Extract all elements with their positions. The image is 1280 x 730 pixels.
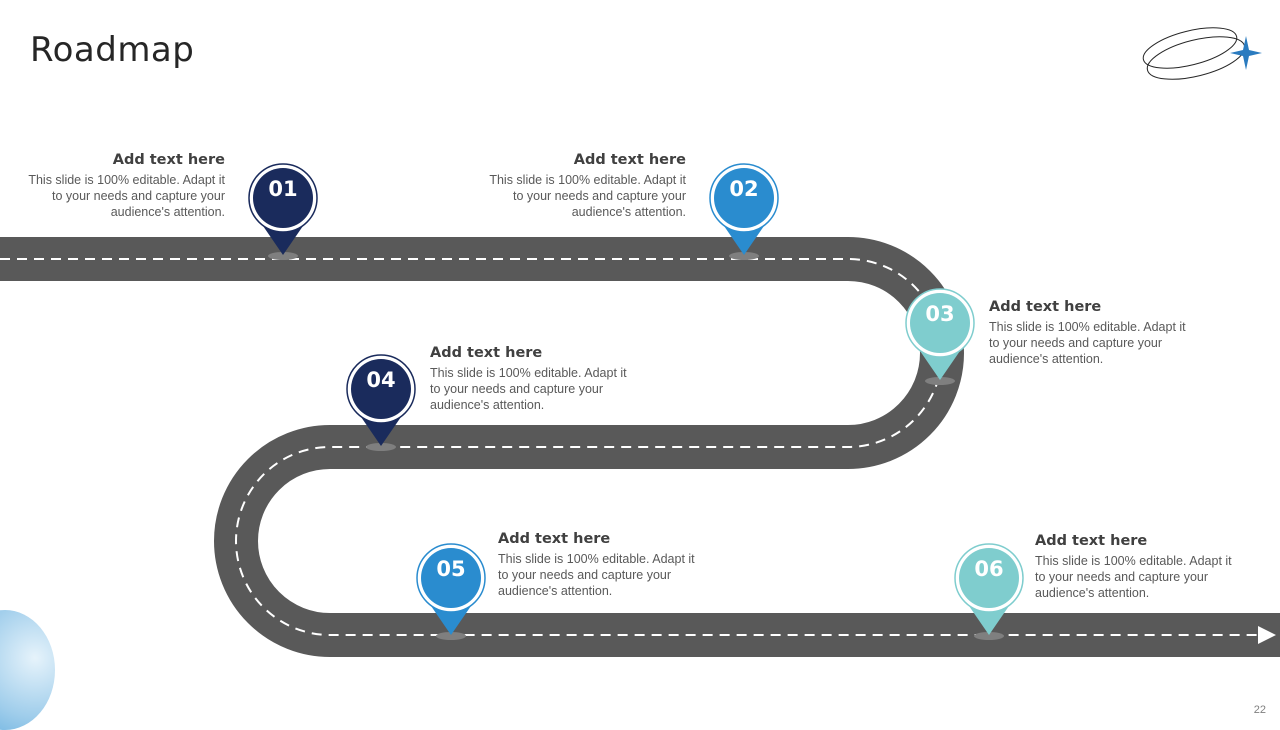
milestone-heading: Add text here	[430, 345, 543, 361]
milestone-text-01: Add text here This slide is 100% editabl…	[25, 152, 225, 220]
milestone-body: This slide is 100% editable. Adapt it to…	[489, 173, 686, 219]
milestone-pin-01: 01	[247, 163, 319, 263]
milestone-pin-04: 04	[345, 354, 417, 454]
milestone-heading: Add text here	[573, 152, 686, 168]
milestone-pin-03: 03	[904, 288, 976, 388]
milestone-text-03: Add text here This slide is 100% editabl…	[989, 299, 1189, 367]
milestone-heading: Add text here	[112, 152, 225, 168]
milestone-number: 06	[974, 557, 1004, 581]
milestone-number: 03	[925, 302, 955, 326]
milestone-heading: Add text here	[498, 531, 611, 547]
milestone-body: This slide is 100% editable. Adapt it to…	[430, 366, 627, 412]
road-end-arrow	[1258, 626, 1276, 644]
milestone-pin-02: 02	[708, 163, 780, 263]
orbit-star-icon	[1142, 27, 1262, 80]
milestone-text-06: Add text here This slide is 100% editabl…	[1035, 533, 1235, 601]
milestone-number: 01	[268, 177, 298, 201]
milestone-text-05: Add text here This slide is 100% editabl…	[498, 531, 698, 599]
milestone-text-02: Add text here This slide is 100% editabl…	[486, 152, 686, 220]
page-number: 22	[1253, 704, 1266, 716]
milestone-number: 04	[366, 368, 396, 392]
milestone-number: 02	[729, 177, 759, 201]
milestone-body: This slide is 100% editable. Adapt it to…	[28, 173, 225, 219]
milestone-number: 05	[436, 557, 466, 581]
milestone-heading: Add text here	[989, 299, 1102, 315]
milestone-body: This slide is 100% editable. Adapt it to…	[989, 320, 1186, 366]
milestone-text-04: Add text here This slide is 100% editabl…	[430, 345, 630, 413]
page-title: Roadmap	[30, 30, 195, 70]
milestone-pin-05: 05	[415, 543, 487, 643]
milestone-body: This slide is 100% editable. Adapt it to…	[498, 552, 695, 598]
milestone-heading: Add text here	[1035, 533, 1148, 549]
milestone-body: This slide is 100% editable. Adapt it to…	[1035, 554, 1232, 600]
milestone-pin-06: 06	[953, 543, 1025, 643]
